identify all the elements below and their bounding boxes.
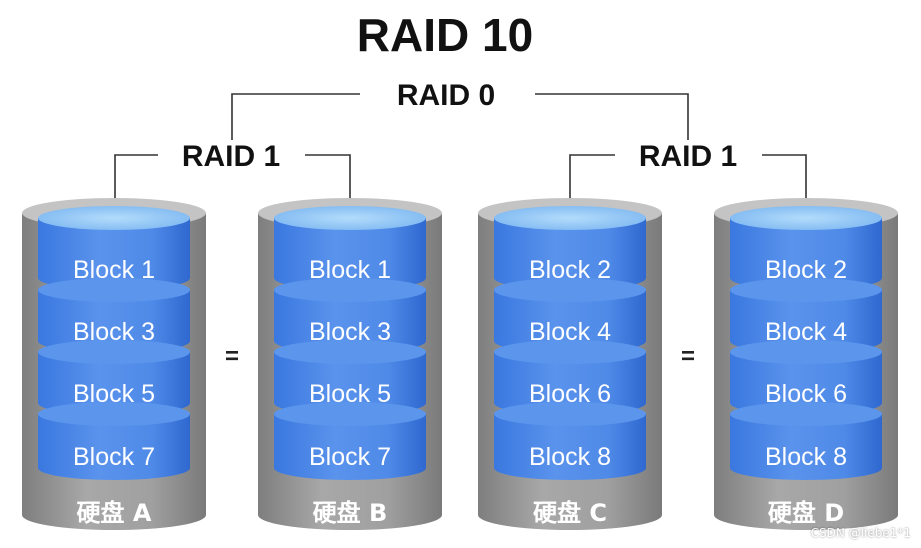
csdn-watermark: CSDN @liebe1*1 <box>810 526 911 540</box>
disk-d-label: 硬盘 D <box>768 499 844 527</box>
disk-a-block-1: Block 1 <box>38 206 190 290</box>
disk-a-block-1-top <box>38 206 190 230</box>
disk-d-block-3: Block 6 <box>730 340 882 415</box>
disk-d-block-4-label: Block 8 <box>765 443 847 471</box>
disk-d: Block 2 Block 4 Block 6 Block 8 硬盘 D <box>714 198 898 530</box>
disk-c-label: 硬盘 C <box>533 499 607 527</box>
raid0-bracket <box>231 93 689 140</box>
raid1-label-right: RAID 1 <box>639 140 737 173</box>
raid0-bracket-right-line <box>535 93 689 140</box>
disk-c-block-4: Block 8 <box>494 402 646 480</box>
disk-d-block-4: Block 8 <box>730 402 882 480</box>
disk-c-block-1: Block 2 <box>494 206 646 290</box>
disk-b-block-4: Block 7 <box>274 402 426 480</box>
mirror-equals-right: = <box>681 343 695 370</box>
disk-b-block-3: Block 5 <box>274 340 426 415</box>
disk-a-block-4: Block 7 <box>38 402 190 480</box>
diagram-title: RAID 10 <box>357 9 533 61</box>
raid1-label-left: RAID 1 <box>182 140 280 173</box>
disk-a-label: 硬盘 A <box>77 499 152 527</box>
disk-c-block-4-label: Block 8 <box>529 443 611 471</box>
mirror-equals-left: = <box>225 343 239 370</box>
disk-a-block-4-label: Block 7 <box>73 443 155 471</box>
disk-a: Block 1 Block 3 Block 5 Block 7 硬盘 A <box>22 198 206 530</box>
disk-b: Block 1 Block 3 Block 5 Block 7 硬盘 B <box>258 198 442 530</box>
raid0-label: RAID 0 <box>397 79 495 112</box>
disk-b-block-4-label: Block 7 <box>309 443 391 471</box>
disk-c-block-3: Block 6 <box>494 340 646 415</box>
disk-b-label: 硬盘 B <box>313 499 388 527</box>
raid0-bracket-left-line <box>231 93 360 140</box>
disk-c: Block 2 Block 4 Block 6 Block 8 硬盘 C <box>478 198 662 530</box>
disk-b-block-1: Block 1 <box>274 206 426 290</box>
disk-d-block-1: Block 2 <box>730 206 882 290</box>
